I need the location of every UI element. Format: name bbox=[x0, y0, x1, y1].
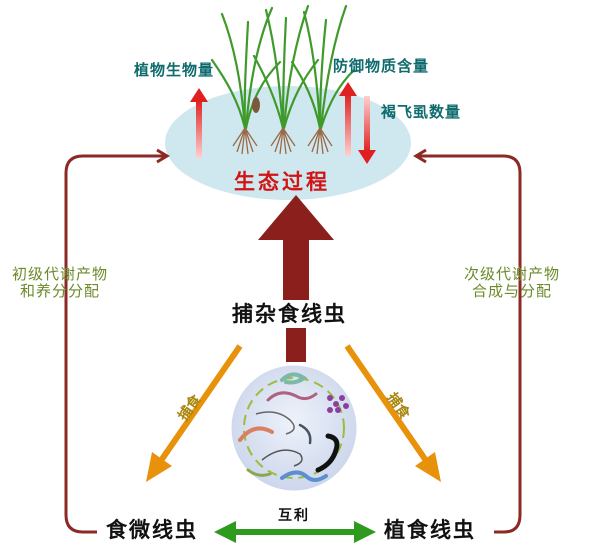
defense-substances-label: 防御物质含量 bbox=[333, 57, 430, 75]
mutualism-double-arrow bbox=[214, 521, 376, 543]
nematode-cluster-icon bbox=[228, 362, 360, 494]
mutualism-label: 互利 bbox=[278, 508, 310, 524]
left-feedback-loop bbox=[64, 154, 165, 534]
predation-left-arrow bbox=[146, 344, 243, 482]
rice-plant-icon bbox=[210, 4, 356, 130]
primary-metabolism-line-1: 初级代谢产物 bbox=[12, 265, 109, 283]
secondary-metabolism-line-2: 合成与分配 bbox=[472, 282, 553, 301]
planthopper-count-label: 褐飞虱数量 bbox=[381, 103, 462, 121]
primary-metabolism-label: 初级代谢产物 和养分分配 bbox=[12, 265, 109, 301]
right-feedback-loop bbox=[418, 154, 522, 534]
ecological-process-label: 生态过程 bbox=[234, 169, 330, 194]
secondary-metabolism-label: 次级代谢产物 合成与分配 bbox=[464, 265, 561, 301]
herbivorous-nematodes-label: 植食线虫 bbox=[384, 517, 476, 542]
plant-biomass-label: 植物生物量 bbox=[134, 61, 215, 79]
omnivorous-nematodes-label: 捕杂食线虫 bbox=[232, 301, 347, 326]
predation-right-arrow bbox=[344, 344, 441, 482]
planthopper-down-arrow bbox=[358, 96, 376, 164]
defense-substances-up-arrow bbox=[339, 82, 357, 156]
primary-metabolism-line-2: 和养分分配 bbox=[20, 282, 101, 301]
secondary-metabolism-line-1: 次级代谢产物 bbox=[464, 265, 561, 283]
plant-biomass-up-arrow bbox=[190, 88, 208, 158]
microbivorous-nematodes-label: 食微线虫 bbox=[106, 517, 198, 542]
planthopper-icon bbox=[252, 97, 260, 113]
rice-roots-icon bbox=[232, 127, 333, 155]
main-upward-arrow bbox=[258, 195, 334, 362]
